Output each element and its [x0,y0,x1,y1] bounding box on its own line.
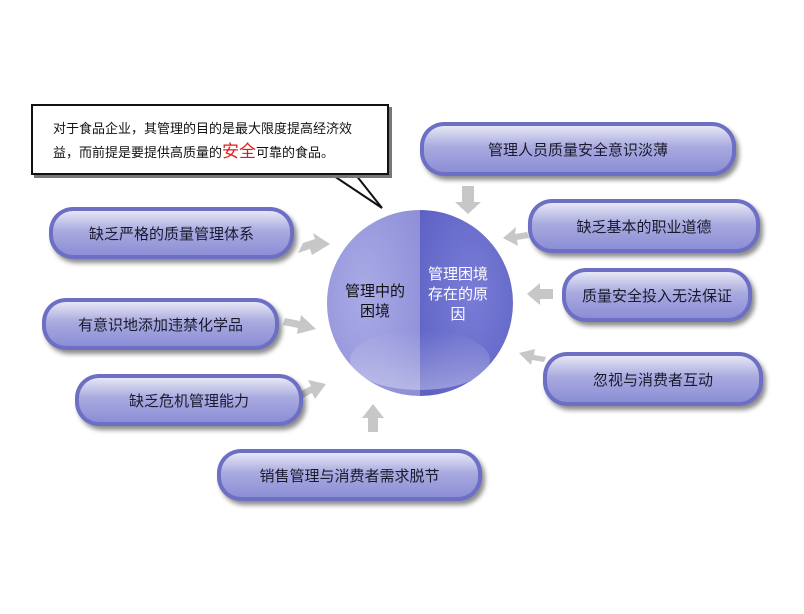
bottom-item: 销售管理与消费者需求脱节 [217,449,482,501]
right-item-4: 忽视与消费者互动 [543,352,763,406]
arrow-right-1 [503,227,529,246]
callout-line-2-prefix: 益，而前提是要提供高质量的 [53,146,223,161]
arrow-right-3 [519,349,546,365]
callout-line-2: 益，而前提是要提供高质量的安全可靠的食品。 [53,141,375,165]
right-item-3: 质量安全投入无法保证 [562,268,752,322]
callout-line-1: 对于食品企业，其管理的目的是最大限度提高经济效 [53,122,353,137]
center-right-label: 管理困境存在的原因 [427,265,488,323]
callout-box: 对于食品企业，其管理的目的是最大限度提高经济效 益，而前提是要提供高质量的安全可… [31,104,389,175]
right-item-2-label: 缺乏基本的职业道德 [576,217,712,236]
right-item-4-label: 忽视与消费者互动 [592,370,713,389]
callout-highlight: 安全 [222,142,257,162]
arrow-right-2 [527,283,553,305]
right-item-3-label: 质量安全投入无法保证 [581,286,732,305]
right-item-2: 缺乏基本的职业道德 [528,199,760,253]
callout-text: 对于食品企业，其管理的目的是最大限度提高经济效 益，而前提是要提供高质量的安全可… [53,118,375,165]
right-item-1: 管理人员质量安全意识淡薄 [420,122,736,176]
bottom-item-label: 销售管理与消费者需求脱节 [259,466,440,485]
right-item-1-label: 管理人员质量安全意识淡薄 [487,140,668,159]
callout-line-2-suffix: 可靠的食品。 [256,146,335,161]
center-circle [327,210,513,396]
left-item-1: 缺乏严格的质量管理体系 [49,207,294,259]
arrow-bottom [362,404,384,432]
arrow-left-3 [299,380,326,399]
arrow-left-2 [283,315,316,334]
arrow-left-1 [298,233,330,255]
left-item-1-label: 缺乏严格的质量管理体系 [88,224,254,243]
callout-tail [321,169,383,209]
circle-shine [350,330,490,390]
arrows [283,186,553,432]
arrow-top-right [455,186,481,214]
left-item-2-label: 有意识地添加违禁化学品 [77,315,243,334]
left-item-2: 有意识地添加违禁化学品 [42,298,279,350]
left-item-3-label: 缺乏危机管理能力 [128,391,249,410]
left-item-3: 缺乏危机管理能力 [75,374,303,426]
center-left-label: 管理中的困境 [345,282,406,320]
